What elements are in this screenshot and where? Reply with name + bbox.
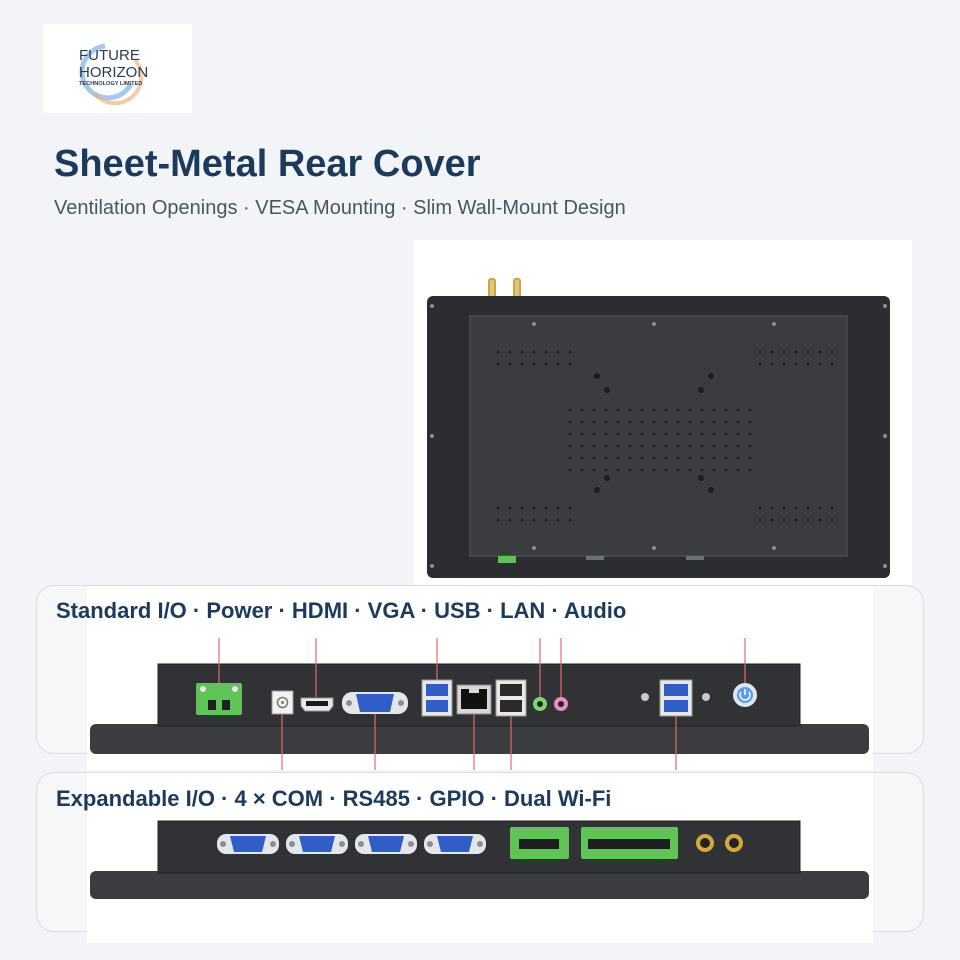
vga-port-icon xyxy=(342,692,408,714)
usb-port-icon xyxy=(421,679,453,717)
power-button-icon xyxy=(733,683,757,707)
page-title: Sheet-Metal Rear Cover xyxy=(54,143,481,185)
logo-line-2: HORIZON xyxy=(79,64,149,81)
audio-jack-icon xyxy=(533,697,568,711)
rear-cover-illustration xyxy=(427,278,890,578)
expandable-io-strip xyxy=(90,820,869,899)
usb-port-icon xyxy=(495,679,527,717)
com-port-icon xyxy=(368,836,404,852)
page-subtitle: Ventilation Openings · VESA Mounting · S… xyxy=(54,197,626,219)
standard-io-title: Standard I/O · Power · HDMI · VGA · USB … xyxy=(56,598,627,623)
com-port-icon xyxy=(299,836,335,852)
com-port-icon xyxy=(437,836,473,852)
logo-line-1: FUTURE xyxy=(79,47,140,64)
callout-lines xyxy=(218,638,746,770)
company-logo: FUTURE HORIZON TECHNOLOGY LIMITED xyxy=(43,24,192,113)
gpio-terminal-icon xyxy=(581,827,678,859)
dc-jack-icon xyxy=(271,690,294,715)
logo-line-3: TECHNOLOGY LIMITED xyxy=(79,81,143,87)
standard-io-strip xyxy=(90,638,869,770)
hdmi-port-icon xyxy=(300,697,334,712)
power-terminal-icon xyxy=(196,683,242,715)
rs485-terminal-icon xyxy=(510,827,569,859)
expandable-io-title: Expandable I/O · 4 × COM · RS485 · GPIO … xyxy=(56,786,612,811)
wifi-antenna-connector-icon xyxy=(696,834,743,852)
logo-swirl-icon xyxy=(79,43,144,106)
lan-port-icon xyxy=(456,684,492,715)
com-port-icon xyxy=(230,836,266,852)
usb-port-icon xyxy=(659,679,693,717)
rear-cover-photo xyxy=(414,240,912,585)
